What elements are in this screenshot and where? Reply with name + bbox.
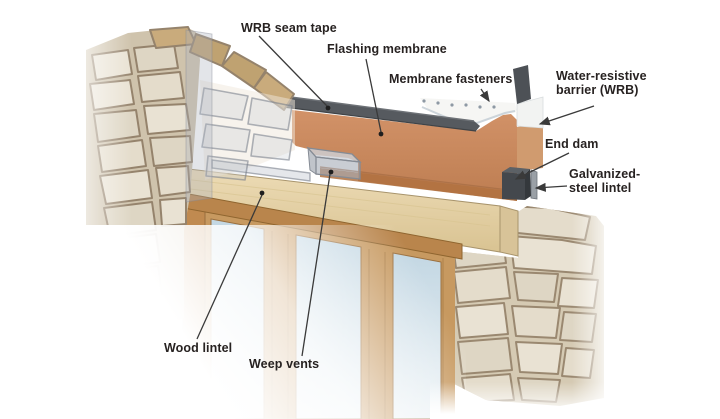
steel-lintel-end xyxy=(530,169,538,200)
leader-membrane-fasteners xyxy=(479,88,490,103)
leader-end-dam xyxy=(514,152,570,180)
end-dam-box xyxy=(502,167,531,200)
label-end-dam: End dam xyxy=(545,137,599,151)
leader-weep-vents xyxy=(301,173,331,357)
label-wrb-seam-tape: WRB seam tape xyxy=(241,21,337,35)
leader-lines xyxy=(196,35,595,357)
leader-wrb xyxy=(538,105,595,126)
label-weep-vents: Weep vents xyxy=(249,357,320,371)
leader-galvanized-lintel xyxy=(534,182,568,192)
vignette-fades xyxy=(0,0,620,419)
leader-flashing-membrane xyxy=(365,58,382,133)
label-wood-lintel: Wood lintel xyxy=(164,341,233,355)
label-galvanized-steel-lintel: Galvanized-steel lintel xyxy=(569,167,641,195)
label-water-resistive-barrier: Water-resistive barrier (WRB) xyxy=(556,69,647,97)
cutaway-ghost-section xyxy=(185,29,311,203)
ghost-vertical-band xyxy=(185,29,213,203)
label-membrane-fasteners: Membrane fasteners xyxy=(389,72,513,86)
flashing-membrane-face xyxy=(292,110,517,201)
steel-lintel-ghost xyxy=(211,159,311,182)
weep-vent-box xyxy=(306,146,362,180)
leader-wood-lintel xyxy=(196,194,263,340)
leader-wrb-seam-tape xyxy=(258,35,328,107)
wrb-seam-tape-strip xyxy=(283,96,480,131)
membrane-fastener-dots xyxy=(422,99,496,109)
tape-corner-piece xyxy=(513,65,531,104)
label-flashing-membrane: Flashing membrane xyxy=(327,42,447,56)
